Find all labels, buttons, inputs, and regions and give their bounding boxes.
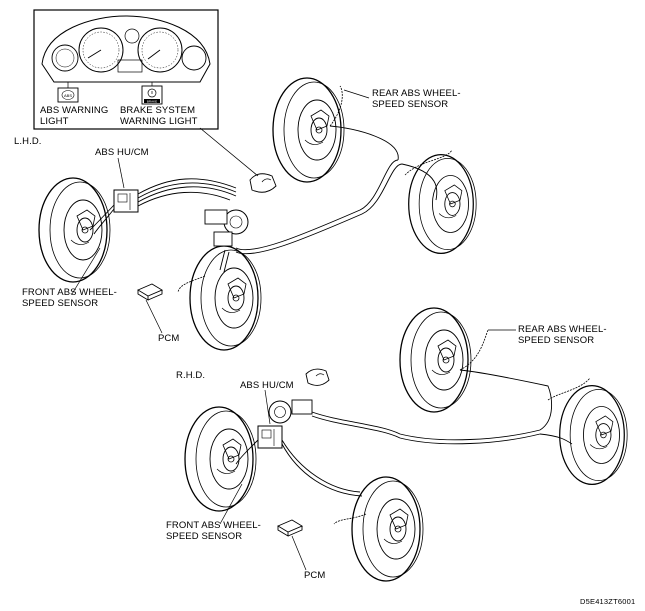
- abs-warning-light-label: ABS WARNING LIGHT: [40, 105, 108, 127]
- brake-icon-text: BRAKE: [147, 99, 157, 103]
- rhd-system: [184, 307, 628, 582]
- rhd-rear-sensor-label-line2: SPEED SENSOR: [518, 335, 595, 346]
- rhd-abs-hucm-label: ABS HU/CM: [240, 380, 294, 391]
- abs-icon-text: ABS: [64, 93, 72, 98]
- lhd-front-abs-sensor-label: FRONT ABS WHEEL- SPEED SENSOR: [22, 287, 117, 309]
- lhd-front-sensor-label-line1: FRONT ABS WHEEL-: [22, 287, 117, 298]
- abs-warning-light-label-line2: LIGHT: [40, 116, 69, 127]
- brake-system-warning-light-label: BRAKE SYSTEM WARNING LIGHT: [120, 105, 197, 127]
- lhd-abs-hucm-unit: [113, 189, 139, 213]
- lhd-system: [38, 77, 477, 351]
- lhd-rear-sensor-label-line1: REAR ABS WHEEL-: [372, 88, 461, 99]
- abs-warning-light-icon: [57, 87, 79, 103]
- rhd-title: R.H.D.: [176, 370, 206, 381]
- rhd-front-sensor-label-line2: SPEED SENSOR: [166, 531, 243, 542]
- rhd-front-sensor-label-line1: FRONT ABS WHEEL-: [166, 520, 261, 531]
- rhd-rear-sensor-label-line1: REAR ABS WHEEL-: [518, 324, 607, 335]
- figure-code: D5E413ZT6001: [580, 597, 636, 606]
- lhd-pcm-label: PCM: [158, 333, 180, 344]
- lhd-leader-lines: [71, 89, 370, 334]
- brake-warning-light-label-line1: BRAKE SYSTEM: [120, 105, 196, 116]
- lhd-master-cylinder: [204, 209, 249, 247]
- instrument-cluster-inset: ABS BRAKE: [33, 9, 259, 177]
- lhd-pcm: [137, 283, 163, 301]
- rhd-front-abs-sensor-label: FRONT ABS WHEEL- SPEED SENSOR: [166, 520, 261, 542]
- lhd-front-sensor-label-line2: SPEED SENSOR: [22, 298, 99, 309]
- brake-warning-light-label-line2: WARNING LIGHT: [120, 116, 198, 127]
- lhd-rear-abs-sensor-label: REAR ABS WHEEL- SPEED SENSOR: [372, 88, 461, 110]
- rhd-rear-abs-sensor-label: REAR ABS WHEEL- SPEED SENSOR: [518, 324, 607, 346]
- abs-warning-light-label-line1: ABS WARNING: [40, 105, 109, 116]
- rhd-leader-lines: [219, 329, 516, 571]
- lhd-rear-sensor-label-line2: SPEED SENSOR: [372, 99, 449, 110]
- rhd-pcm: [277, 519, 303, 537]
- rhd-pcm-label: PCM: [304, 570, 326, 581]
- lhd-abs-hucm-label: ABS HU/CM: [95, 147, 149, 158]
- rhd-abs-hucm-unit: [257, 425, 283, 449]
- rhd-master-cylinder: [268, 399, 313, 424]
- lhd-title: L.H.D.: [14, 136, 42, 147]
